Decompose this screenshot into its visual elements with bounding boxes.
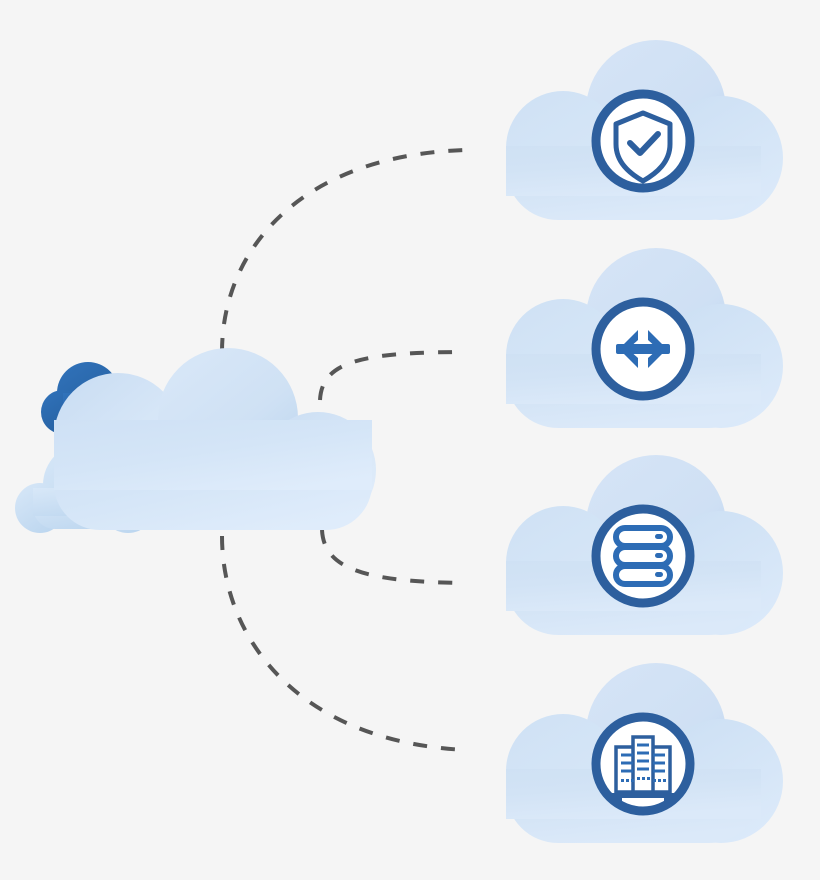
connector-to-datacenter — [220, 535, 467, 752]
central-cloud[interactable]: Central Cloud — [15, 348, 376, 533]
connector-to-security — [220, 148, 467, 353]
icon-badge-scalability[interactable] — [591, 297, 695, 401]
bidirectional-arrow-icon — [616, 330, 670, 368]
icon-badge-security[interactable] — [591, 89, 695, 193]
icon-badge-storage[interactable] — [591, 504, 695, 608]
feature-cloud-datacenter[interactable]: Data Center — [506, 663, 783, 843]
database-stack-icon — [613, 525, 673, 587]
connector-group — [220, 148, 467, 752]
connector-to-storage — [320, 529, 467, 585]
server-racks-icon — [612, 735, 674, 802]
connector-to-scalability — [318, 350, 467, 401]
hub-body-fill — [54, 420, 372, 490]
shield-check-icon — [613, 110, 673, 184]
feature-cloud-storage[interactable]: Storage — [506, 455, 783, 635]
feature-cloud-scalability[interactable]: Scalability — [506, 248, 783, 428]
icon-badge-datacenter[interactable] — [591, 712, 695, 816]
feature-cloud-security[interactable]: Security — [506, 40, 783, 220]
